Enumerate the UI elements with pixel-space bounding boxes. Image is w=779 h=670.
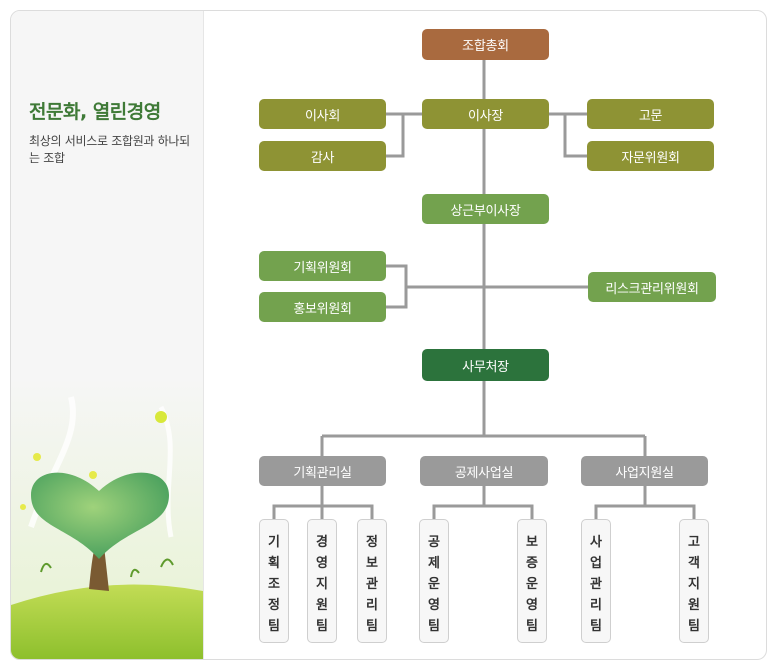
office-mutual-aid-box: 공제사업실 [420, 456, 548, 486]
advisory-committee-box: 자문위원회 [587, 141, 714, 171]
team-box: 기획조정팀 [259, 519, 289, 643]
chairman-box: 이사장 [422, 99, 549, 129]
vice-chairman-box: 상근부이사장 [422, 194, 549, 224]
team-box: 정보관리팀 [357, 519, 387, 643]
advisor-box: 고문 [587, 99, 714, 129]
team-box: 사업관리팀 [581, 519, 611, 643]
general-assembly-box: 조합총회 [422, 29, 549, 60]
risk-committee-box: 리스크관리위원회 [588, 272, 716, 302]
team-box: 고객지원팀 [679, 519, 709, 643]
planning-committee-box: 기획위원회 [259, 251, 386, 281]
tree-illustration [11, 377, 203, 659]
sidebar-title: 전문화, 열린경영 [29, 101, 161, 123]
office-business-support-box: 사업지원실 [581, 456, 708, 486]
pr-committee-box: 홍보위원회 [259, 292, 386, 322]
secretary-general-box: 사무처장 [422, 349, 549, 381]
sidebar: 전문화, 열린경영 최상의 서비스로 조합원과 하나되는 조합 [11, 11, 204, 659]
team-box: 경영지원팀 [307, 519, 337, 643]
audit-box: 감사 [259, 141, 386, 171]
team-box: 보증운영팀 [517, 519, 547, 643]
team-box: 공제운영팀 [419, 519, 449, 643]
board-box: 이사회 [259, 99, 386, 129]
sidebar-description: 최상의 서비스로 조합원과 하나되는 조합 [29, 134, 190, 165]
office-planning-box: 기획관리실 [259, 456, 386, 486]
